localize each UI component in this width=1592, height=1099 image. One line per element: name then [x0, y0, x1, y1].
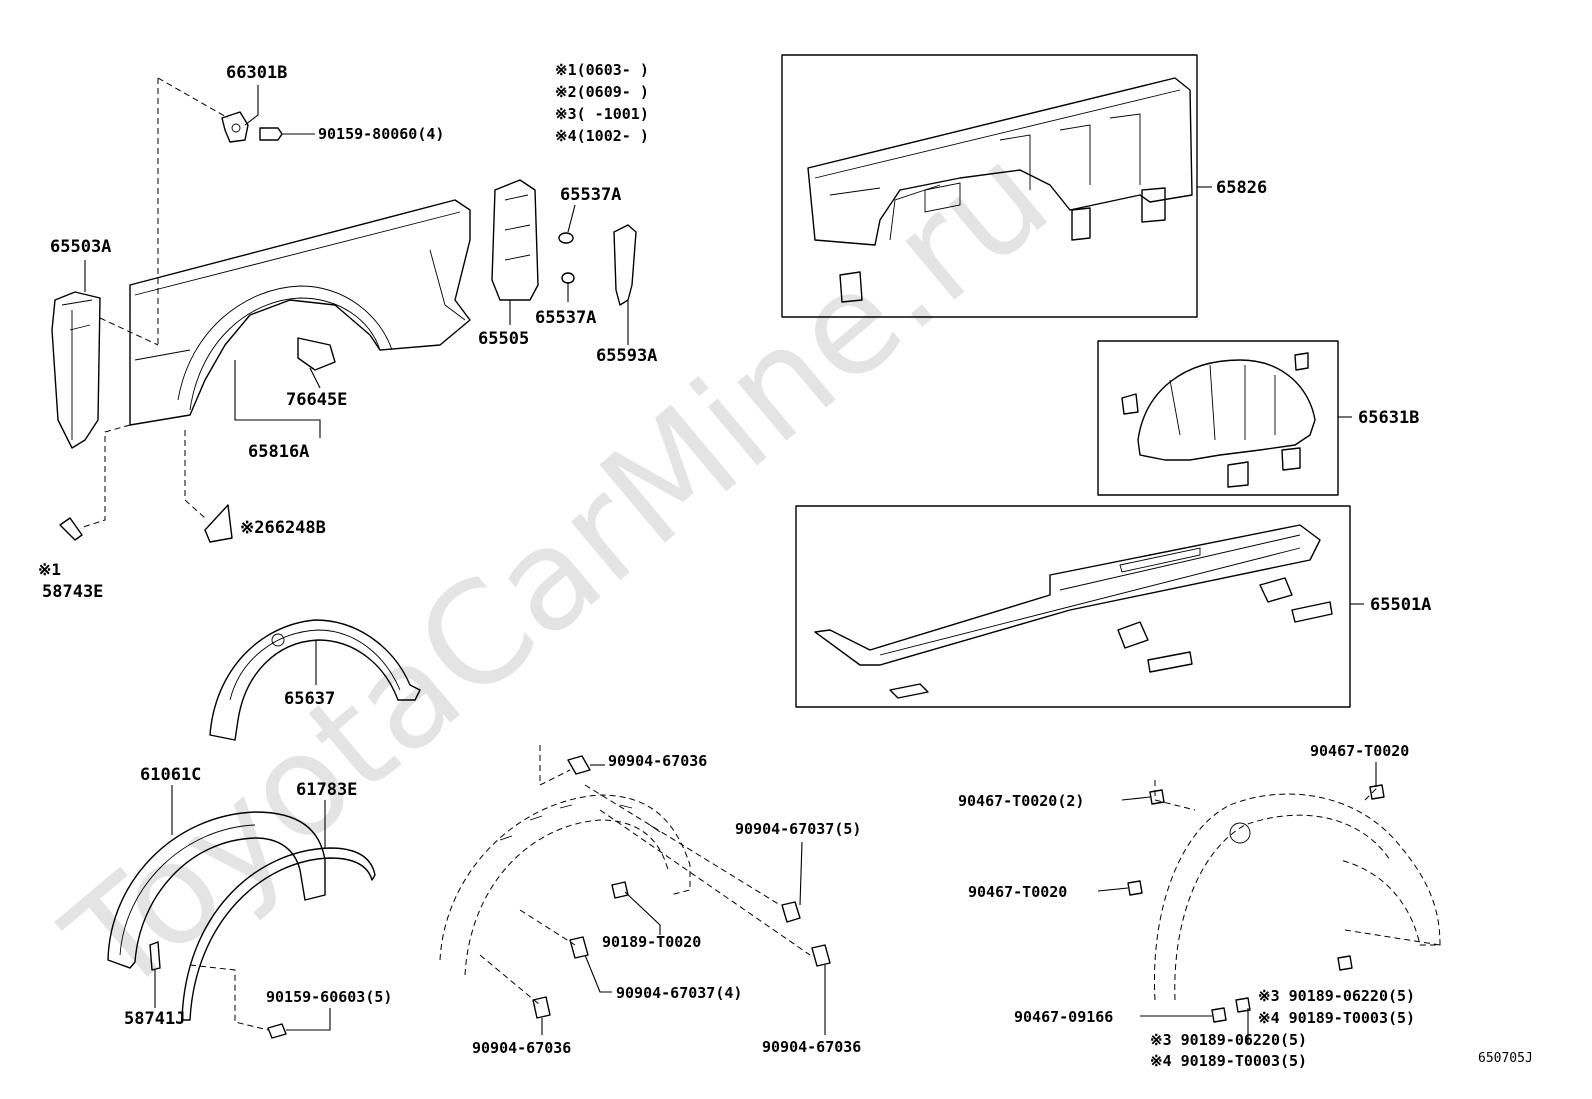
- part-label-65637: 65637: [284, 689, 335, 709]
- part-label-65537A-lower: 65537A: [535, 308, 596, 328]
- part-label-90467-T0020-2: 90467-T0020(2): [958, 792, 1084, 810]
- screw-90159-60603: [189, 964, 331, 1039]
- pad-58743E: [59, 517, 83, 541]
- part-label-90467-T0020-top: 90467-T0020: [1310, 742, 1409, 760]
- moulding-61783E: [181, 800, 376, 1021]
- fasteners-right: [1097, 762, 1385, 1045]
- clips-65537A: [558, 232, 575, 284]
- top-left-dashed-leaders: [79, 77, 229, 529]
- part-label-90904-67036-top: 90904-67036: [608, 752, 707, 770]
- part-label-90904-67036-bottom: 90904-67036: [472, 1039, 571, 1057]
- watermark: ToyotaCarMine.ru: [36, 115, 1078, 1027]
- part-label-90189-T0020: 90189-T0020: [602, 933, 701, 951]
- part-label-65505: 65505: [478, 329, 529, 349]
- seal-66248B: [204, 504, 233, 543]
- part-label-90904-67036-right: 90904-67036: [762, 1038, 861, 1056]
- part-labels: 66301B 90159-80060(4) 65503A 65537A 6553…: [38, 63, 1533, 1070]
- part-label-90189-T0003-a: ※4 90189-T0003(5): [1258, 1009, 1415, 1027]
- part-label-66301B: 66301B: [226, 63, 287, 83]
- part-label-58743E: 58743E: [42, 582, 103, 602]
- part-label-65816A: 65816A: [248, 442, 309, 462]
- part-label-90189-06220-b: ※3 90189-06220(5): [1150, 1031, 1307, 1049]
- part-label-65537A-upper: 65537A: [560, 185, 621, 205]
- box-front-panel-65826: [781, 54, 1212, 318]
- part-label-90159-80060: 90159-80060(4): [318, 125, 444, 143]
- strip-65593A: [613, 224, 637, 306]
- note-4: ※4(1002- ): [555, 127, 649, 145]
- notes-block: ※1(0603- ) ※2(0609- ) ※3( -1001) ※4(1002…: [555, 61, 649, 145]
- part-label-61783E: 61783E: [296, 780, 357, 800]
- part-label-65593A: 65593A: [596, 346, 657, 366]
- part-label-90189-06220-a: ※3 90189-06220(5): [1258, 987, 1415, 1005]
- part-label-65631B: 65631B: [1358, 408, 1419, 428]
- tail-pillar-65503A: [51, 291, 101, 449]
- part-label-65826: 65826: [1216, 178, 1267, 198]
- part-label-90159-60603: 90159-60603(5): [266, 988, 392, 1006]
- part-label-90467-09166: 90467-09166: [1014, 1008, 1113, 1026]
- part-label-65503A: 65503A: [50, 237, 111, 257]
- liner-65637: [209, 619, 421, 741]
- figure-code: 650705J: [1478, 1051, 1533, 1066]
- hook-66301B: [221, 111, 283, 143]
- part-mark-58743E: ※1: [38, 560, 61, 579]
- note-3: ※3( -1001): [555, 105, 649, 123]
- part-label-65501A: 65501A: [1370, 595, 1431, 615]
- part-label-90467-T0020-mid: 90467-T0020: [968, 883, 1067, 901]
- part-label-90904-67037-5: 90904-67037(5): [735, 820, 861, 838]
- part-label-66248B: ※266248B: [240, 518, 326, 538]
- part-label-76645E: 76645E: [286, 390, 347, 410]
- part-label-58741J: 58741J: [124, 1009, 185, 1029]
- inner-pillar-65505: [491, 179, 539, 301]
- note-1: ※1(0603- ): [555, 61, 649, 79]
- fasteners-center: [532, 755, 831, 1035]
- flare-61061C: [107, 785, 326, 969]
- clip-58741J: [149, 941, 161, 1008]
- note-2: ※2(0609- ): [555, 83, 649, 101]
- bed-side-panel-drawing: [129, 199, 471, 426]
- top-left-leader-lines: [84, 85, 629, 438]
- box-floor-65501A: [795, 505, 1364, 708]
- flare-exploded-dashed: [439, 745, 811, 1006]
- box-wheel-house-65631B: [1097, 340, 1352, 496]
- part-label-61061C: 61061C: [140, 765, 201, 785]
- mudguard-dashed: [1153, 780, 1441, 1001]
- part-label-90189-T0003-b: ※4 90189-T0003(5): [1150, 1052, 1307, 1070]
- part-label-90904-67037-4: 90904-67037(4): [616, 984, 742, 1002]
